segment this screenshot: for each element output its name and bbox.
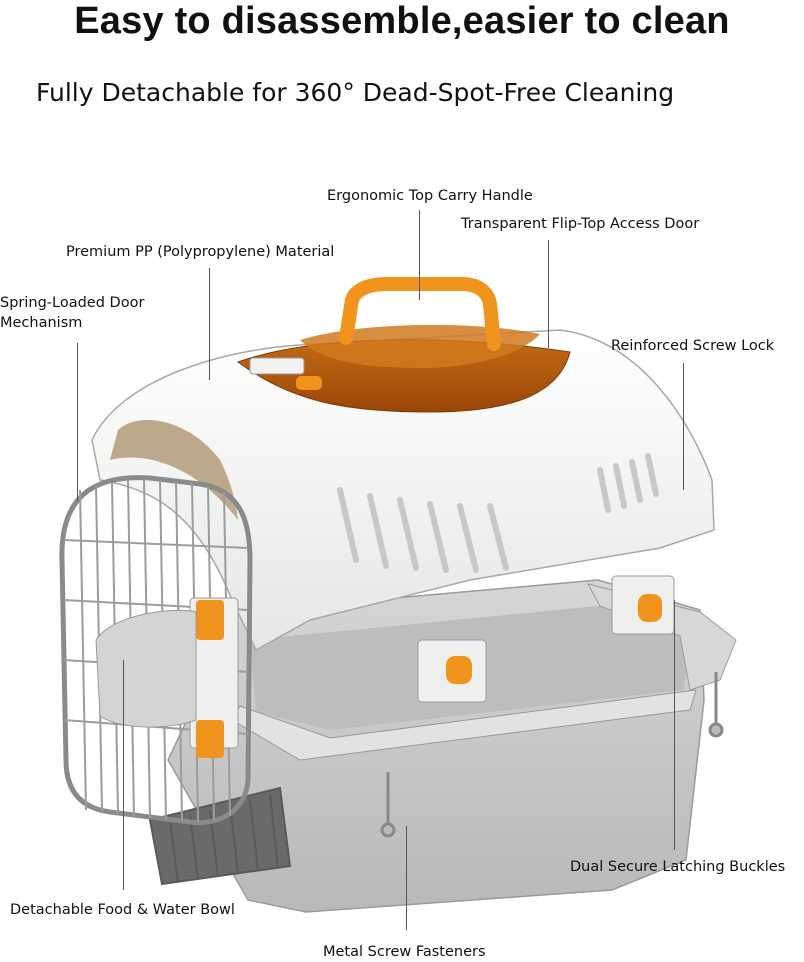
leader-handle xyxy=(419,210,420,300)
callout-screw-fasteners: Metal Screw Fasteners xyxy=(323,944,486,960)
latching-buckle-right xyxy=(611,575,675,635)
callout-material: Premium PP (Polypropylene) Material xyxy=(66,244,335,260)
page-title: Easy to disassemble,easier to clean xyxy=(74,0,730,42)
leader-spring-door xyxy=(77,343,78,501)
callout-spring-door-line2: Mechanism xyxy=(0,315,83,331)
leader-buckles xyxy=(674,600,675,850)
floor-grate xyxy=(148,786,292,886)
leader-material xyxy=(209,268,210,380)
callout-buckles: Dual Secure Latching Buckles xyxy=(570,859,786,875)
carry-handle xyxy=(339,277,501,351)
leader-fasteners xyxy=(406,826,407,930)
callout-spring-door-line1: Spring-Loaded Door xyxy=(0,295,145,311)
leader-bowl xyxy=(123,660,124,890)
callout-carry-handle: Ergonomic Top Carry Handle xyxy=(327,188,533,204)
leader-screw-lock xyxy=(683,363,684,490)
food-water-bowl xyxy=(95,609,197,728)
flip-top-access-door xyxy=(236,324,571,413)
callout-screw-lock: Reinforced Screw Lock xyxy=(611,338,775,354)
callout-access-door: Transparent Flip-Top Access Door xyxy=(461,216,700,232)
page-subtitle: Fully Detachable for 360° Dead-Spot-Free… xyxy=(36,78,675,107)
callout-food-bowl: Detachable Food & Water Bowl xyxy=(10,902,235,918)
leader-access-door xyxy=(548,240,549,348)
latching-buckle-left xyxy=(417,639,487,703)
door-latch xyxy=(189,597,239,758)
